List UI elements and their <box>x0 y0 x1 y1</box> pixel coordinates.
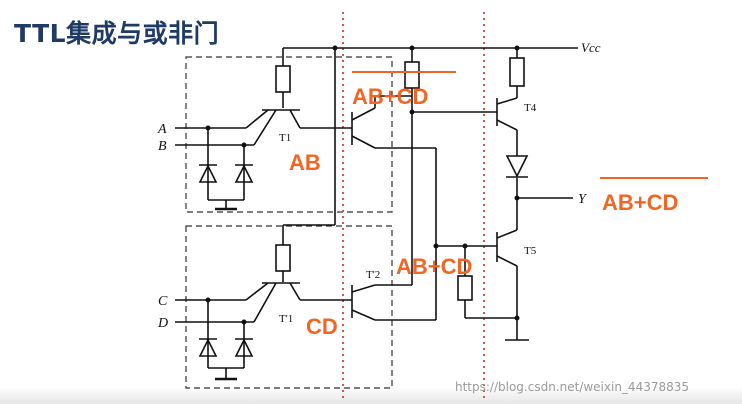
input-label-b: B <box>158 139 167 154</box>
resistor-r1 <box>275 65 291 93</box>
clamp-diode-d <box>234 338 254 357</box>
transistor-label-t1: T1 <box>279 132 291 144</box>
input-label-a: A <box>157 122 167 137</box>
transistor-label-t1-prime: T'1 <box>279 313 293 325</box>
resistor-r1-prime <box>275 244 291 272</box>
annotation-nor-top: AB+CD <box>352 84 428 109</box>
annotation-or-mid: AB+CD <box>396 254 472 279</box>
watermark: https://blog.csdn.net/weixin_44378835 <box>455 380 689 394</box>
and-block-top-box <box>185 56 393 213</box>
clamp-diode-a <box>198 164 218 183</box>
resistor-r2 <box>404 61 420 89</box>
resistor-r4 <box>509 57 525 87</box>
output-label-y: Y <box>578 192 588 207</box>
ground-symbols <box>215 207 237 381</box>
and-block-bottom-box <box>185 225 393 389</box>
input-label-d: D <box>157 316 168 331</box>
transistor-label-t2-prime: T'2 <box>366 269 380 281</box>
transistor-label-t4: T4 <box>524 102 537 114</box>
input-label-c: C <box>158 294 168 309</box>
resistor-r3 <box>457 275 473 301</box>
resistors <box>275 57 525 301</box>
circuit-wires <box>175 47 578 378</box>
level-shift-diode <box>505 155 529 178</box>
vcc-label: Vcc <box>581 40 601 55</box>
junction-dots <box>205 45 520 325</box>
diodes <box>198 155 529 357</box>
clamp-diode-c <box>198 338 218 357</box>
transistor-label-t5: T5 <box>524 245 537 257</box>
bottom-band <box>0 386 742 404</box>
clamp-diode-b <box>234 164 254 183</box>
annotation-output-expr: AB+CD <box>602 190 678 215</box>
annotation-ab: AB <box>289 150 321 175</box>
slide-title: TTL集成与或非门 <box>14 19 220 48</box>
annotation-cd: CD <box>306 314 338 339</box>
